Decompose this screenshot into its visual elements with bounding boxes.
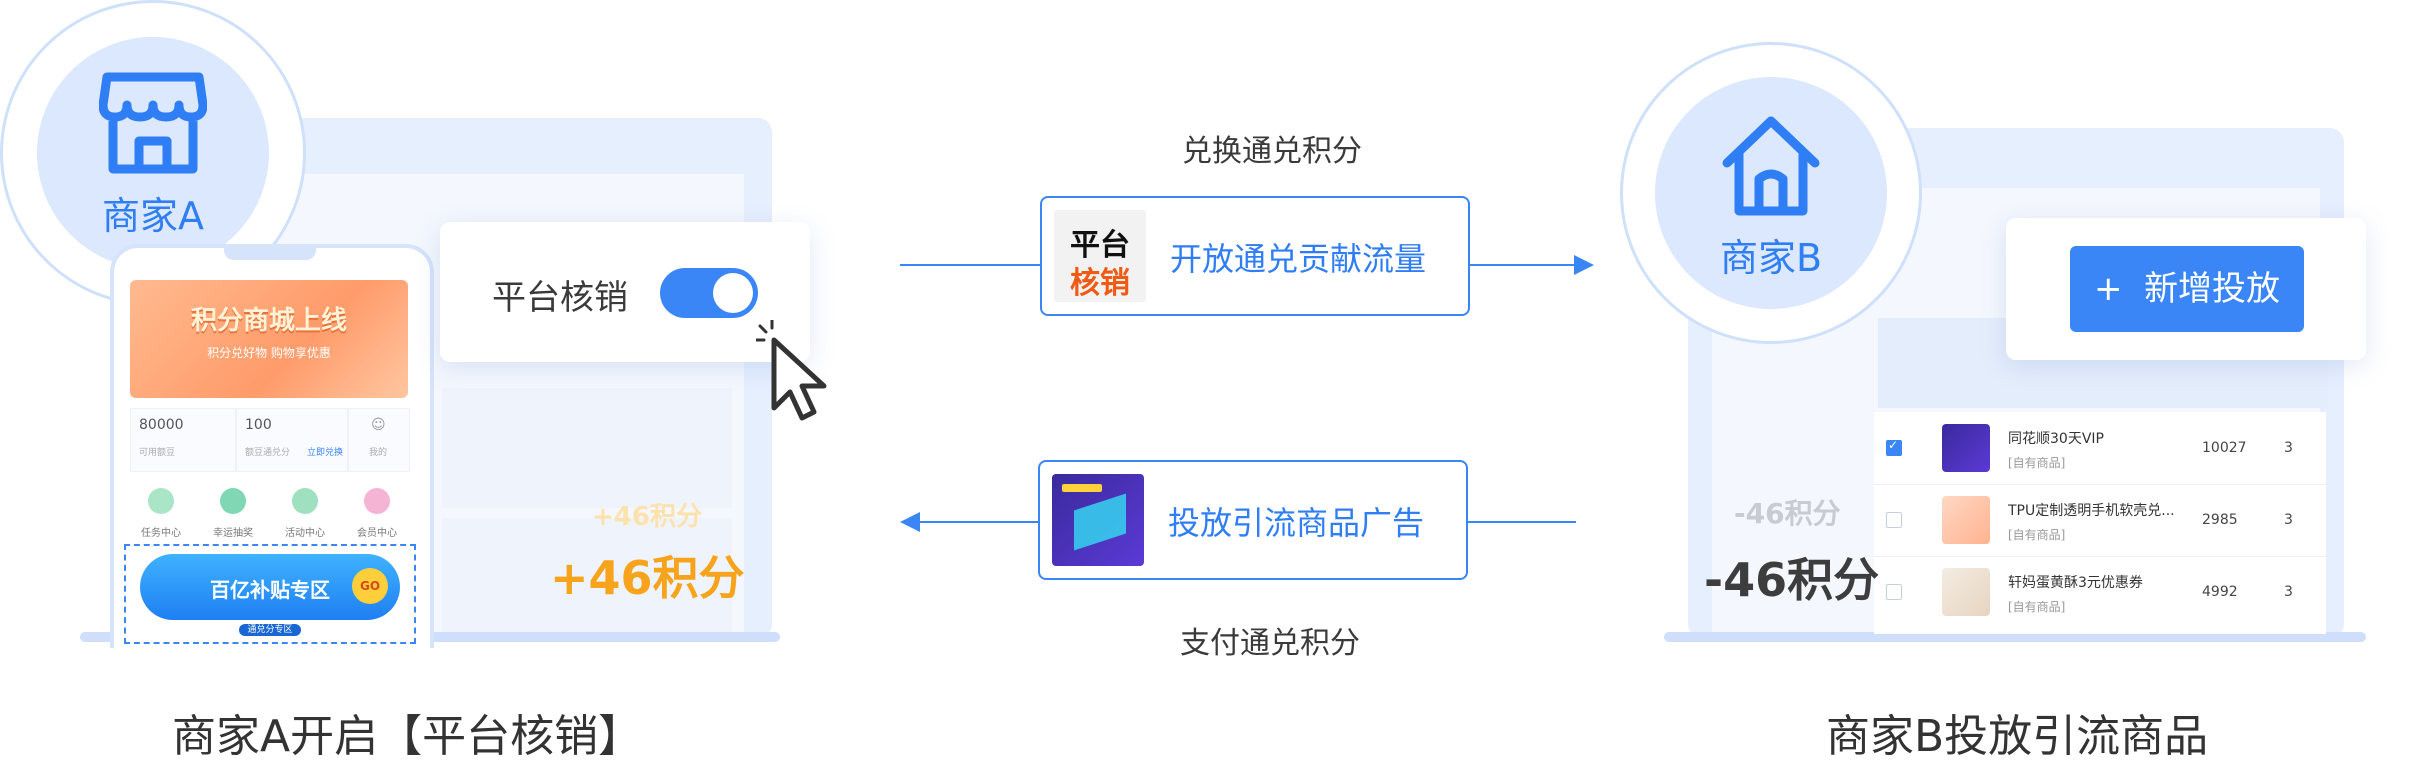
flow-line xyxy=(916,521,1040,523)
product-tag: [自有商品] xyxy=(2008,600,2066,614)
menu-task-center[interactable]: 任务中心 xyxy=(126,488,196,539)
checkbox-icon[interactable] xyxy=(1886,584,1902,600)
product-name: 轩妈蛋黄酥3元优惠券 xyxy=(2008,575,2143,591)
ad-product-icon xyxy=(1052,474,1144,566)
stat-label: 我的 xyxy=(369,448,388,458)
member-icon xyxy=(364,488,390,514)
stat-mine[interactable]: ☺ 我的 xyxy=(348,408,410,472)
table-row[interactable]: 轩妈蛋黄酥3元优惠券 [自有商品] 4992 3 xyxy=(1874,556,2326,628)
flow-bottom-label: 支付通兑积分 xyxy=(1180,626,1360,661)
product-table: ✓ 同花顺30天VIP [自有商品] 10027 3 TPU定制透明手机软壳兑.… xyxy=(1874,412,2326,634)
stat-value: 100 xyxy=(245,417,272,433)
subsidy-zone-sub: 通兑分专区 xyxy=(126,622,414,636)
cursor-icon xyxy=(756,320,827,421)
product-name: TPU定制透明手机软壳兑... xyxy=(2008,503,2175,519)
platform-redeem-icon: 平台 核销 xyxy=(1054,210,1146,302)
platform-redeem-toggle[interactable] xyxy=(660,268,758,318)
product-value: 2985 xyxy=(2202,512,2238,528)
stat-value: 80000 xyxy=(139,417,184,433)
flow-line xyxy=(900,264,1040,266)
plus-icon: + xyxy=(2093,269,2123,309)
subsidy-zone: 百亿补贴专区 GO 通兑分专区 xyxy=(124,544,416,644)
subsidy-zone-title: 百亿补贴专区 xyxy=(210,578,330,602)
add-placement-button[interactable]: + 新增投放 xyxy=(2070,246,2304,332)
product-value: 10027 xyxy=(2202,440,2247,456)
product-thumbnail xyxy=(1942,496,1990,544)
table-row[interactable]: ✓ 同花顺30天VIP [自有商品] 10027 3 xyxy=(1874,412,2326,485)
product-tag: [自有商品] xyxy=(2008,528,2066,542)
product-value: 4992 xyxy=(2202,584,2238,600)
user-icon: ☺ xyxy=(371,417,386,433)
product-name: 同花顺30天VIP xyxy=(2008,431,2104,447)
play-icon xyxy=(220,488,246,514)
phone-mockup: 积分商城上线 积分兑好物 购物享优惠 80000 可用额豆 100 额豆通兑分 … xyxy=(110,244,434,648)
screen-pane xyxy=(442,388,732,508)
points-faded: +46积分 xyxy=(592,502,702,532)
product-count: 3 xyxy=(2284,584,2293,600)
add-placement-card: + 新增投放 xyxy=(2006,218,2366,360)
monitor-base xyxy=(1664,632,2366,642)
flow-line xyxy=(1468,264,1578,266)
merchant-b-badge: 商家B xyxy=(1620,42,1922,344)
banner-title: 积分商城上线 xyxy=(190,306,347,336)
points-faded: -46积分 xyxy=(1734,497,1841,530)
stat-label: 额豆通兑分 xyxy=(245,448,291,458)
toggle-knob xyxy=(713,273,753,313)
checkbox-icon[interactable]: ✓ xyxy=(1886,438,1902,456)
house-icon xyxy=(1722,116,1820,216)
product-tag: [自有商品] xyxy=(2008,456,2066,470)
banner-subtitle: 积分兑好物 购物享优惠 xyxy=(207,346,331,360)
menu-lottery[interactable]: 幸运抽奖 xyxy=(198,488,268,539)
add-placement-label: 新增投放 xyxy=(2144,269,2281,309)
merchant-a-badge: 商家A xyxy=(0,0,306,306)
stat-label: 可用额豆 xyxy=(139,448,176,458)
platform-redeem-label: 平台核销 xyxy=(492,278,628,318)
subsidy-zone-button[interactable]: 百亿补贴专区 GO xyxy=(140,554,400,620)
points-gained: +46积分 xyxy=(550,551,745,605)
arrow-left-icon xyxy=(900,512,920,532)
screen-pane xyxy=(442,518,732,638)
platform-redeem-card: 平台核销 xyxy=(440,222,810,362)
store-icon xyxy=(99,72,207,174)
flow-top-label: 兑换通兑积分 xyxy=(1182,134,1362,169)
merchant-a-caption: 商家A开启【平台核销】 xyxy=(172,711,643,762)
ad-placement-card[interactable]: 投放引流商品广告 xyxy=(1038,460,1468,580)
product-count: 3 xyxy=(2284,512,2293,528)
task-icon xyxy=(148,488,174,514)
merchant-b-caption: 商家B投放引流商品 xyxy=(1826,711,2209,762)
points-spent: -46积分 xyxy=(1704,553,1880,607)
phone-notch xyxy=(224,246,316,260)
flow-line xyxy=(1466,521,1576,523)
merchant-a-name: 商家A xyxy=(102,194,204,238)
menu-activity[interactable]: 活动中心 xyxy=(270,488,340,539)
merchant-b-name: 商家B xyxy=(1719,236,1823,280)
open-exchange-label: 开放通兑贡献流量 xyxy=(1170,240,1427,278)
menu-member[interactable]: 会员中心 xyxy=(342,488,412,539)
stat-exchange-points[interactable]: 100 额豆通兑分 立即兑换 xyxy=(236,408,348,472)
activity-icon xyxy=(292,488,318,514)
arrow-right-icon xyxy=(1574,255,1594,275)
stat-exchange-link[interactable]: 立即兑换 xyxy=(307,448,344,458)
points-mall-banner[interactable]: 积分商城上线 积分兑好物 购物享优惠 xyxy=(130,280,408,398)
stat-available-beans[interactable]: 80000 可用额豆 xyxy=(130,408,236,472)
go-button[interactable]: GO xyxy=(352,568,388,604)
open-exchange-card[interactable]: 平台 核销 开放通兑贡献流量 xyxy=(1040,196,1470,316)
product-thumbnail xyxy=(1942,568,1990,616)
ad-placement-label: 投放引流商品广告 xyxy=(1168,504,1425,542)
table-row[interactable]: TPU定制透明手机软壳兑... [自有商品] 2985 3 xyxy=(1874,484,2326,557)
checkbox-icon[interactable] xyxy=(1886,512,1902,528)
product-thumbnail xyxy=(1942,424,1990,472)
product-count: 3 xyxy=(2284,440,2293,456)
